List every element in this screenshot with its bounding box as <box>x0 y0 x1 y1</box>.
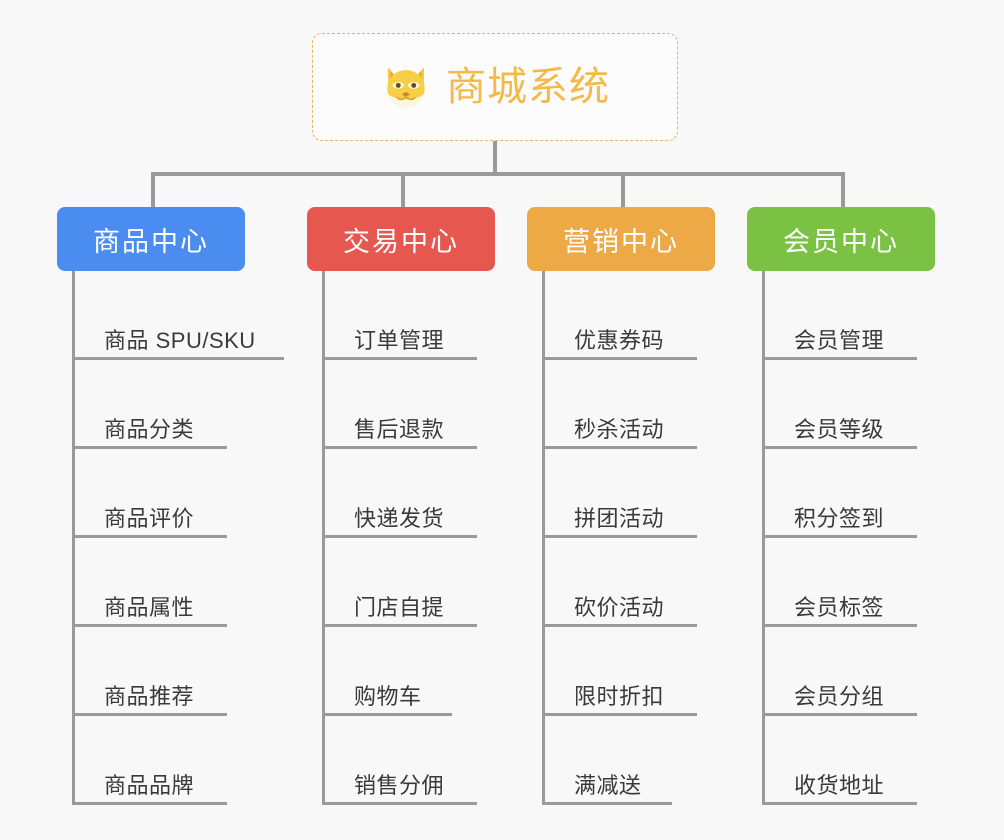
leaf-item-label: 销售分佣 <box>354 773 445 799</box>
root-node[interactable]: 商城系统 <box>312 33 678 141</box>
category-header[interactable]: 营销中心 <box>527 207 715 271</box>
leaf-item[interactable]: 购物车 <box>322 627 452 716</box>
leaf-item-label: 商品分类 <box>104 417 195 443</box>
leaf-item[interactable]: 门店自提 <box>322 538 477 627</box>
leaf-item[interactable]: 会员分组 <box>762 627 917 716</box>
leaf-item-label: 收货地址 <box>794 773 885 799</box>
branch-drop-connector <box>841 172 845 207</box>
category-header-label: 交易中心 <box>343 226 459 257</box>
leaf-item[interactable]: 商品品牌 <box>72 716 227 805</box>
leaf-item[interactable]: 快递发货 <box>322 449 477 538</box>
leaf-list: 优惠券码秒杀活动拼团活动砍价活动限时折扣满减送 <box>542 271 697 805</box>
branch-bus-connector <box>151 172 842 176</box>
leaf-item[interactable]: 售后退款 <box>322 360 477 449</box>
leaf-item[interactable]: 商品分类 <box>72 360 227 449</box>
branch-trunk-connector <box>542 271 545 805</box>
leaf-item[interactable]: 积分签到 <box>762 449 917 538</box>
leaf-item-label: 商品 SPU/SKU <box>104 328 256 354</box>
leaf-item-label: 快递发货 <box>354 506 445 532</box>
leaf-item[interactable]: 拼团活动 <box>542 449 697 538</box>
leaf-item-label: 商品评价 <box>104 506 195 532</box>
leaf-item[interactable]: 收货地址 <box>762 716 917 805</box>
leaf-item[interactable]: 商品属性 <box>72 538 227 627</box>
leaf-item-label: 会员标签 <box>794 595 885 621</box>
leaf-item-label: 拼团活动 <box>574 506 665 532</box>
leaf-item-label: 门店自提 <box>354 595 445 621</box>
branch-column: 交易中心订单管理售后退款快递发货门店自提购物车销售分佣 <box>307 172 495 805</box>
leaf-item-label: 商品推荐 <box>104 684 195 710</box>
category-header[interactable]: 商品中心 <box>57 207 245 271</box>
leaf-item[interactable]: 销售分佣 <box>322 716 477 805</box>
category-header-label: 商品中心 <box>93 226 209 257</box>
branch-trunk-connector <box>322 271 325 805</box>
leaf-item-label: 售后退款 <box>354 417 445 443</box>
dog-face-icon <box>380 61 432 113</box>
branch-column: 会员中心会员管理会员等级积分签到会员标签会员分组收货地址 <box>747 172 935 805</box>
category-header-label: 营销中心 <box>563 226 679 257</box>
category-header[interactable]: 会员中心 <box>747 207 935 271</box>
leaf-item[interactable]: 满减送 <box>542 716 672 805</box>
leaf-list: 商品 SPU/SKU 商品分类商品评价商品属性商品推荐商品品牌 <box>72 271 284 805</box>
leaf-item[interactable]: 商品 SPU/SKU <box>72 271 284 360</box>
category-header-label: 会员中心 <box>783 226 899 257</box>
leaf-item-label: 秒杀活动 <box>574 417 665 443</box>
branch-column: 营销中心优惠券码秒杀活动拼团活动砍价活动限时折扣满减送 <box>527 172 715 805</box>
root-title: 商城系统 <box>446 65 610 109</box>
branch-trunk-connector <box>762 271 765 805</box>
leaf-item-label: 砍价活动 <box>574 595 665 621</box>
leaf-item[interactable]: 订单管理 <box>322 271 477 360</box>
leaf-item-label: 限时折扣 <box>574 684 665 710</box>
leaf-item[interactable]: 商品评价 <box>72 449 227 538</box>
leaf-item-label: 优惠券码 <box>574 328 665 354</box>
branch-drop-connector <box>151 172 155 207</box>
leaf-item[interactable]: 会员标签 <box>762 538 917 627</box>
branch-drop-connector <box>401 172 405 207</box>
category-header[interactable]: 交易中心 <box>307 207 495 271</box>
leaf-item-label: 商品属性 <box>104 595 195 621</box>
branch-column: 商品中心商品 SPU/SKU 商品分类商品评价商品属性商品推荐商品品牌 <box>57 172 284 805</box>
leaf-item[interactable]: 限时折扣 <box>542 627 697 716</box>
leaf-item-label: 会员等级 <box>794 417 885 443</box>
branch-trunk-connector <box>72 271 75 805</box>
root-stem-connector <box>493 141 497 174</box>
leaf-list: 会员管理会员等级积分签到会员标签会员分组收货地址 <box>762 271 917 805</box>
leaf-list: 订单管理售后退款快递发货门店自提购物车销售分佣 <box>322 271 477 805</box>
leaf-item-label: 商品品牌 <box>104 773 195 799</box>
leaf-item[interactable]: 秒杀活动 <box>542 360 697 449</box>
leaf-item-label: 购物车 <box>354 684 422 710</box>
leaf-item[interactable]: 会员管理 <box>762 271 917 360</box>
leaf-item[interactable]: 商品推荐 <box>72 627 227 716</box>
leaf-item-label: 订单管理 <box>354 328 445 354</box>
leaf-item[interactable]: 会员等级 <box>762 360 917 449</box>
leaf-item-label: 会员分组 <box>794 684 885 710</box>
leaf-item[interactable]: 优惠券码 <box>542 271 697 360</box>
branch-drop-connector <box>621 172 625 207</box>
leaf-item-label: 会员管理 <box>794 328 885 354</box>
leaf-item-label: 满减送 <box>574 773 642 799</box>
leaf-item-label: 积分签到 <box>794 506 885 532</box>
leaf-item[interactable]: 砍价活动 <box>542 538 697 627</box>
